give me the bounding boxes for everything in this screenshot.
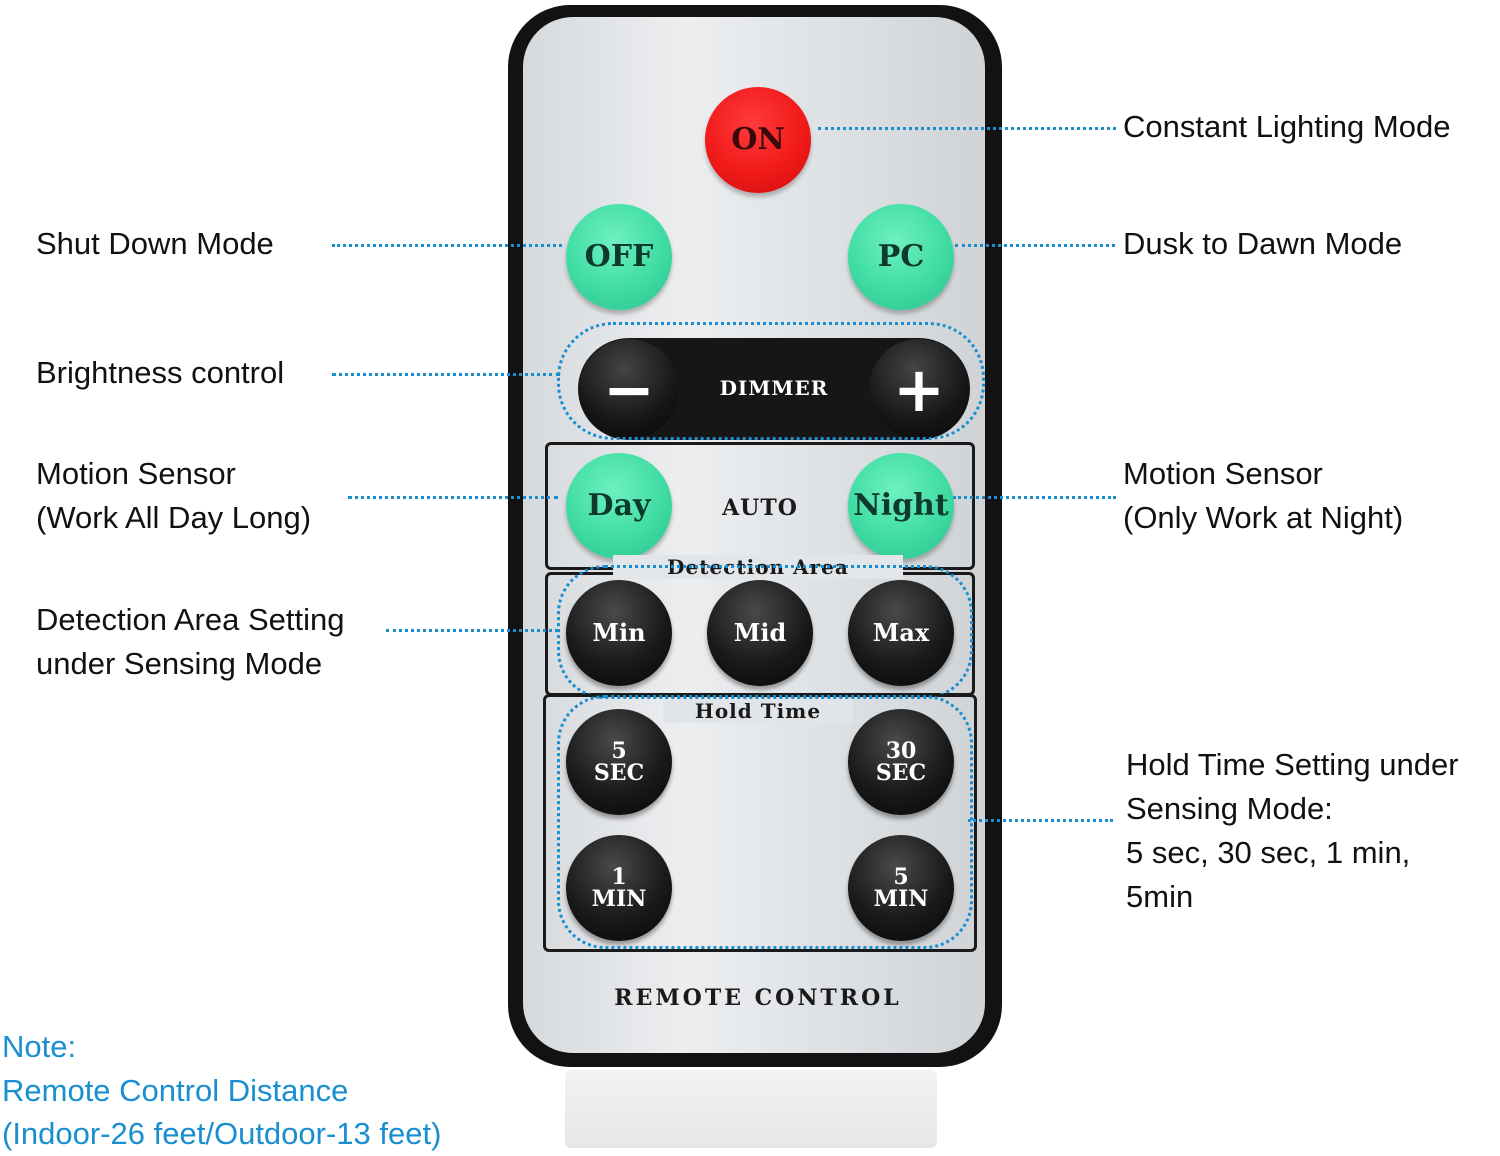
leader-motion-right (953, 496, 1116, 499)
label-motion-night: Motion Sensor (Only Work at Night) (1123, 456, 1404, 535)
detection-highlight (557, 565, 973, 699)
remote-footer-label: REMOTE CONTROL (614, 985, 902, 1011)
hold-5sec-number: 5 (611, 738, 627, 764)
label-dusk-to-dawn: Dusk to Dawn Mode (1123, 226, 1403, 261)
remote-face: ON OFF PC − DIMMER + Day AUTO Night Dete… (523, 17, 985, 1053)
label-hold-time: Hold Time Setting under Sensing Mode: 5 … (1126, 747, 1459, 914)
remote-control: ON OFF PC − DIMMER + Day AUTO Night Dete… (508, 5, 1002, 1067)
hold-5min-number: 5 (893, 864, 909, 890)
hold-time-highlight (557, 695, 973, 949)
note-distance-detail: (Indoor-26 feet/Outdoor-13 feet) (2, 1116, 442, 1151)
pc-button[interactable]: PC (848, 204, 954, 310)
mid-area-button[interactable]: Mid (707, 580, 813, 686)
hold-30sec-number: 30 (885, 738, 917, 764)
leader-hold (968, 819, 1113, 822)
leader-brightness (332, 373, 560, 376)
label-brightness: Brightness control (36, 355, 285, 390)
night-button[interactable]: Night (848, 453, 954, 559)
leader-dusk (955, 244, 1115, 247)
off-button[interactable]: OFF (566, 204, 672, 310)
hold-5min-unit: MIN (873, 886, 929, 912)
label-detection-area: Detection Area Setting under Sensing Mod… (36, 602, 345, 681)
hold-30sec-unit: SEC (875, 760, 927, 786)
label-motion-all-day: Motion Sensor (Work All Day Long) (36, 456, 312, 535)
hold-1min-unit: MIN (591, 886, 647, 912)
remote-stand (565, 1070, 937, 1148)
label-constant-lighting: Constant Lighting Mode (1123, 109, 1451, 144)
leader-constant (818, 127, 1116, 130)
dimmer-highlight (557, 322, 985, 440)
leader-detection (386, 629, 558, 632)
hold-1min-number: 1 (611, 864, 627, 890)
note-title: Note: (2, 1029, 77, 1064)
hold-5sec-unit: SEC (593, 760, 645, 786)
auto-label: AUTO (722, 495, 798, 521)
hold-time-title: Hold Time (663, 699, 853, 723)
leader-motion-left (348, 496, 558, 499)
day-button[interactable]: Day (566, 453, 672, 559)
on-button[interactable]: ON (705, 87, 811, 193)
leader-shutdown (332, 244, 562, 247)
label-shut-down: Shut Down Mode (36, 226, 274, 261)
dimmer-label: DIMMER (719, 376, 829, 400)
note-distance: Remote Control Distance (2, 1073, 349, 1108)
